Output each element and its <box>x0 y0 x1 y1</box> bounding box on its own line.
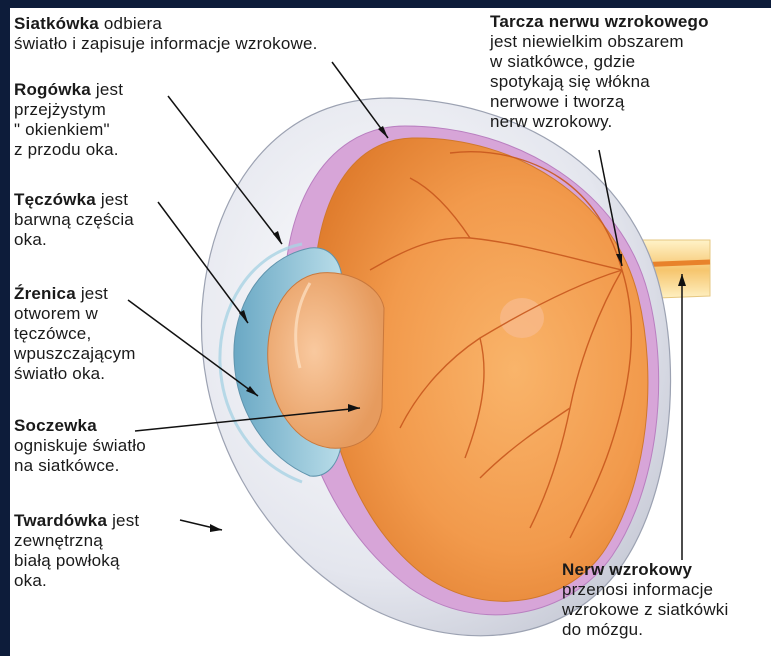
label-twardowka-line3: białą powłoką <box>14 551 139 571</box>
label-soczewka: Soczewka ogniskuje światło na siatkówce. <box>14 416 146 476</box>
label-nerw: Nerw wzrokowy przenosi informacje wzroko… <box>562 560 729 640</box>
label-rogowka-line1: jest <box>96 80 123 99</box>
label-tarcza-line4: nerwowe i tworzą <box>490 92 709 112</box>
label-rogowka-line3: " okienkiem" <box>14 120 123 140</box>
label-teczowka-line1: jest <box>101 190 128 209</box>
label-rogowka: Rogówka jest przejżystym " okienkiem" z … <box>14 80 123 160</box>
label-teczowka-line2: barwną częścia <box>14 210 134 230</box>
label-tarcza-line5: nerw wzrokowy. <box>490 112 709 132</box>
label-tarcza-line2: w siatkówce, gdzie <box>490 52 709 72</box>
label-siatkowka-line1: odbiera <box>104 14 162 33</box>
label-soczewka-line1: ogniskuje światło <box>14 436 146 456</box>
label-nerw-line3: do mózgu. <box>562 620 729 640</box>
label-teczowka: Tęczówka jest barwną częścia oka. <box>14 190 134 250</box>
label-tarcza-line3: spotykają się włókna <box>490 72 709 92</box>
label-zrenica-line3: tęczówce, <box>14 324 136 344</box>
diagram-panel: Siatkówka odbiera światło i zapisuje inf… <box>10 8 771 656</box>
label-twardowka-line1: jest <box>112 511 139 530</box>
label-teczowka-title: Tęczówka <box>14 190 96 209</box>
label-zrenica-title: Źrenica <box>14 284 76 303</box>
label-zrenica-line5: światło oka. <box>14 364 136 384</box>
label-siatkowka-line2: światło i zapisuje informacje wzrokowe. <box>14 34 318 54</box>
label-soczewka-title: Soczewka <box>14 416 146 436</box>
label-tarcza-title: Tarcza nerwu wzrokowego <box>490 12 709 32</box>
label-twardowka-line4: oka. <box>14 571 139 591</box>
label-siatkowka: Siatkówka odbiera światło i zapisuje inf… <box>14 14 318 54</box>
label-nerw-line1: przenosi informacje <box>562 580 729 600</box>
label-rogowka-title: Rogówka <box>14 80 91 99</box>
label-teczowka-line3: oka. <box>14 230 134 250</box>
label-zrenica-line4: wpuszczającym <box>14 344 136 364</box>
label-tarcza: Tarcza nerwu wzrokowego jest niewielkim … <box>490 12 709 132</box>
label-tarcza-line1: jest niewielkim obszarem <box>490 32 709 52</box>
label-zrenica-line2: otworem w <box>14 304 136 324</box>
label-twardowka-line2: zewnętrzną <box>14 531 139 551</box>
label-soczewka-line2: na siatkówce. <box>14 456 146 476</box>
label-rogowka-line4: z przodu oka. <box>14 140 123 160</box>
macula-spot <box>500 298 544 338</box>
label-zrenica-line1: jest <box>81 284 108 303</box>
label-rogowka-line2: przejżystym <box>14 100 123 120</box>
label-twardowka-title: Twardówka <box>14 511 107 530</box>
label-twardowka: Twardówka jest zewnętrzną białą powłoką … <box>14 511 139 591</box>
label-nerw-title: Nerw wzrokowy <box>562 560 729 580</box>
label-zrenica: Źrenica jest otworem w tęczówce, wpuszcz… <box>14 284 136 384</box>
label-nerw-line2: wzrokowe z siatkówki <box>562 600 729 620</box>
label-siatkowka-title: Siatkówka <box>14 14 99 33</box>
